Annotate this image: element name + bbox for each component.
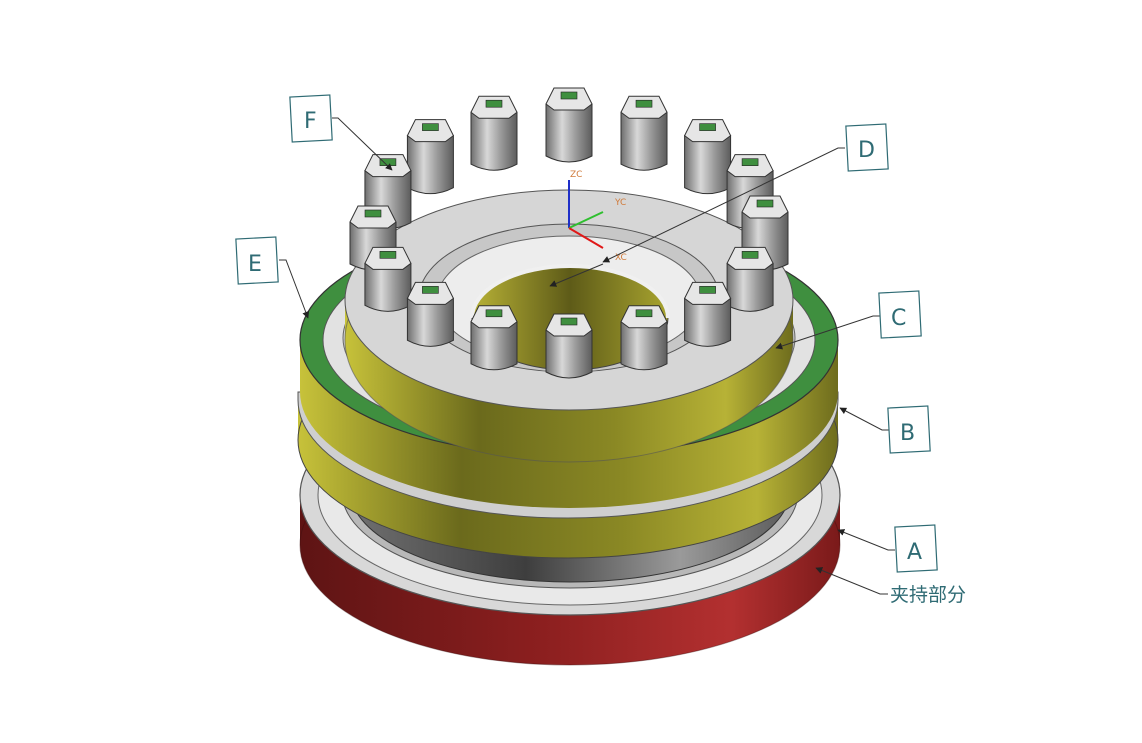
yc-axis [568,211,604,229]
gear-tooth [545,87,593,163]
tooth-tip-green [635,309,653,318]
tooth-tip-green [699,286,716,294]
callout-e-label: E [248,252,262,277]
gear-tooth [406,281,455,347]
leader-clamp [815,567,888,595]
tooth-tip-green [364,209,382,218]
gear-tooth [406,119,455,195]
tooth-tip-green [560,317,578,326]
gear-tooth [364,246,412,312]
gear-tooth [726,246,774,312]
tooth-tip-green [422,123,439,131]
callout-a-label: A [907,540,922,565]
xc-axis [568,227,604,249]
leader-d-2 [549,263,604,287]
yc-label: YC [614,198,626,208]
leader-d [602,147,845,263]
gear-tooth [545,313,593,379]
clamp-label: 夹持部分 [890,584,966,606]
leader-e [279,259,310,319]
gear-tooth [470,305,518,371]
leader-b [839,407,889,431]
callout-d-label: D [858,138,875,163]
tooth-tip-green [379,251,397,259]
leader-lines [279,117,895,595]
leader-f [332,117,393,171]
callout-b-label: B [900,421,915,446]
zc-label: ZC [570,170,582,180]
xc-label: XC [615,253,627,263]
callout-f-label: F [304,109,317,134]
tooth-tip-green [485,309,503,318]
tooth-tip-green [635,99,653,108]
tooth-tip-green [756,199,774,208]
tooth-tip-green [379,158,397,166]
gear-tooth [620,305,668,371]
tooth-tip-green [485,99,503,108]
tooth-tip-green [741,158,759,166]
callout-c: C [878,290,922,339]
axis-triad: ZC YC XC [568,170,627,263]
callout-a: A [894,524,938,573]
gear-tooth [620,95,668,171]
leader-a [837,529,895,551]
tooth-tip-green [699,123,716,131]
callout-d: D [845,123,889,172]
gear-tooth [683,119,732,195]
leader-c [775,315,880,350]
gear-tooth [470,95,518,171]
callout-b: B [887,405,931,454]
tooth-tip-green [422,286,439,294]
callout-f: F [289,94,333,143]
tooth-tip-green [741,251,759,259]
tooth-tip-green [560,91,578,100]
callout-e: E [235,236,279,285]
gear-tooth [683,281,732,347]
gear-teeth [349,87,789,379]
callout-c-label: C [891,306,906,331]
